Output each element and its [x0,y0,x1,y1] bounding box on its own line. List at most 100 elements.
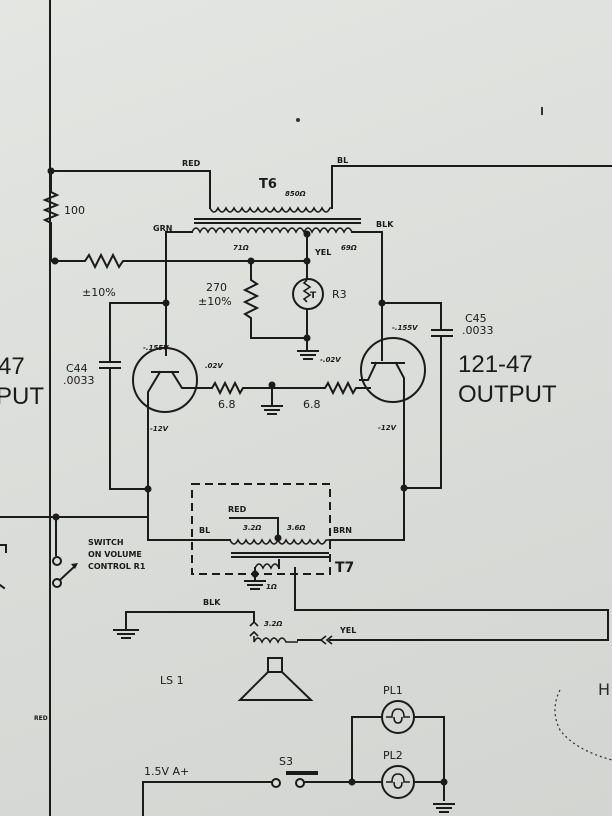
switch-arm [58,564,77,582]
c45-name: C45 [465,312,487,325]
s3-label: S3 [279,755,293,768]
ground-icon [261,405,283,415]
speaker-tap [249,620,259,637]
t7-left-ohms: 3.2Ω [243,524,261,532]
resistor-270 [242,260,308,339]
junction-dot [440,778,448,786]
t6-blk-wire [351,231,383,301]
left-partial-number: 47 [0,353,25,380]
t6-label: T6 [259,177,277,192]
q-left-emitter-wire [147,411,196,541]
handwritten-mark: H [598,680,610,699]
t7-right-ohms: 3.6Ω [287,524,305,532]
c45-top-wire [381,302,442,331]
r3-t-mark: T [310,291,317,301]
t6-grn-wire [165,231,193,301]
c44-name: C44 [66,362,88,375]
r270-value: 270 [206,281,227,294]
q-left-collector-voltage: -.155V [143,344,169,352]
c45-value: .0033 [462,324,494,337]
s3-terminal [271,778,281,788]
t6-red-label: RED [182,159,201,168]
pilot-lamp-pl1 [381,700,415,734]
r-emitter-left: 6.8 [218,398,236,411]
paper-speck [296,118,300,122]
c45-wire [403,335,442,489]
t7-secondary-coil [254,563,280,570]
q-right-emitter [394,361,405,421]
t7-brn-label: BRN [333,526,352,535]
t6-bl-wire [331,165,612,209]
t7-secondary-ohms: 1Ω [266,583,277,591]
pl1-filament [386,708,410,724]
s3-button-bar [286,771,318,775]
c44-wire [109,349,149,490]
battery-label: 1.5V A+ [144,765,189,778]
left-partial-output: PUT [0,383,44,410]
t6-grn-label: GRN [153,224,172,233]
junction-dot [251,570,259,578]
ground-icon [433,803,455,813]
thermistor-r3: T R3 [292,260,347,339]
q-left-base-voltage: .02V [205,362,223,370]
t6-primary-coil [209,206,332,213]
volume-switch[interactable] [52,516,78,588]
pl2-filament [386,773,410,789]
speaker-yel-label: YEL [339,626,356,635]
left-edge-mark [0,583,6,590]
transistor-right: -.155V -.02V -12V [320,324,426,432]
q-right-emitter-voltage: -12V [378,424,397,432]
junction-dot [348,778,356,786]
switch-label-line2: ON VOLUME [88,550,142,559]
speaker-blk-label: BLK [203,598,221,607]
r-emitter-right: 6.8 [303,398,321,411]
switch-terminal [52,578,62,588]
t7-bl-label: BL [199,526,210,535]
junction-dot [144,485,152,493]
pilot-lamp-pl2 [381,765,415,799]
t6-primary-ohms: 850Ω [285,190,306,198]
ground-icon [297,350,319,360]
q-right-base-voltage: -.02V [320,356,341,364]
c44-value: .0033 [63,374,95,387]
left-edge-mark [0,544,7,553]
transformer-t7: RED BL BRN 3.2Ω 3.6Ω T7 1Ω [194,505,354,591]
q-right-base [359,361,378,381]
resistor-100 [42,174,60,262]
junction-dot [303,230,311,238]
ground-icon [113,629,139,639]
switch-label-line3: CONTROL R1 [88,562,146,571]
t6-blk-label: BLK [376,220,394,229]
speaker-icon [237,657,314,701]
q-right-envelope [360,337,426,403]
c44-top-wire [109,302,167,351]
switch-terminal [52,556,62,566]
paper-speck [541,107,543,115]
transistor-left: -.155V .02V -12V [132,344,223,433]
bias-resistor-tolerance: ±10% [82,286,116,299]
speaker-blk-wire [125,611,255,629]
right-transistor-output: OUTPUT [458,381,557,408]
junction-dot [274,534,282,542]
push-switch-s3[interactable] [271,771,318,788]
t6-right-ohms: 69Ω [341,244,357,252]
speaker-ls1-label: LS 1 [160,674,184,687]
q-right-collector-voltage: -.155V [392,324,418,332]
right-transistor-number: 121-47 [458,351,533,378]
left-red-wire-label: RED [34,715,48,722]
q-left-emitter [147,370,162,421]
q-left-collector [170,370,201,389]
switch-label-line1: SWITCH [88,538,124,547]
t7-red-tap [229,517,279,541]
t6-secondary-coil [191,227,353,234]
handwritten-dashed-arc [554,689,612,761]
transformer-t6: T6 850Ω GRN BLK YEL 71Ω 69Ω [153,177,394,257]
ground-icon [244,580,266,590]
r3-element [302,279,312,303]
pl1-label: PL1 [383,684,403,697]
t6-yel-label: YEL [314,248,331,257]
r3-label: R3 [332,288,347,301]
t7-enclosure [191,483,331,575]
